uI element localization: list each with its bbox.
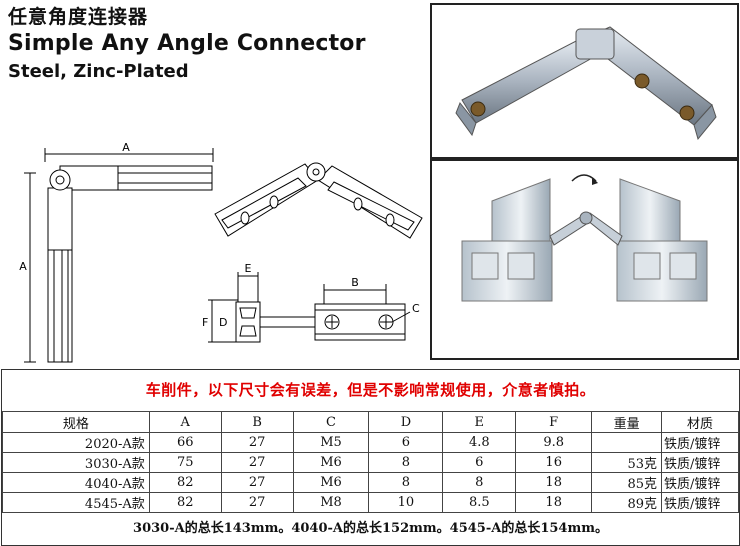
header-b: B [220,411,294,433]
header-c: C [292,411,370,433]
header-d: D [368,411,444,433]
application-photo [430,159,739,360]
dim-c-label: C [412,302,420,315]
cell-weight [591,432,663,453]
cell-e: 8.5 [442,492,517,513]
spec-table: 规格 A B C D E F 重量 材质 2020-A款 66 27 M5 6 … [2,411,739,513]
header-spec: 规格 [2,411,150,433]
dim-e-label: E [245,262,252,275]
cell-c: M6 [292,472,370,493]
table-row: 3030-A款 75 27 M6 8 6 16 53克 铁质/镀锌 [2,452,739,473]
cell-b: 27 [220,492,294,513]
cell-material: 铁质/镀锌 [661,452,739,473]
side-view-drawing: E B F D C [202,262,420,343]
cell-spec: 2020-A款 [2,432,150,453]
dim-d-label: D [219,316,227,329]
cell-c: M8 [292,492,370,513]
cell-c: M5 [292,432,370,453]
header-material: 材质 [661,411,739,433]
cell-d: 8 [368,452,444,473]
cell-c: M6 [292,452,370,473]
cell-material: 铁质/镀锌 [661,472,739,493]
l-connector-drawing: A A [19,141,214,363]
table-header-row: 规格 A B C D E F 重量 材质 [2,411,739,433]
cell-material: 铁质/镀锌 [661,432,739,453]
cell-weight: 89克 [591,492,663,513]
dim-b-label: B [351,276,359,289]
cell-spec: 4040-A款 [2,472,150,493]
cell-weight: 53克 [591,452,663,473]
angled-connector-drawing [214,162,423,239]
title-chinese: 任意角度连接器 [8,6,149,28]
title-english: Simple Any Angle Connector [8,31,366,56]
cell-e: 8 [442,472,517,493]
header-a: A [148,411,222,433]
cell-e: 6 [442,452,517,473]
cell-f: 18 [515,492,593,513]
cell-weight: 85克 [591,472,663,493]
table-row: 4545-A款 82 27 M8 10 8.5 18 89克 铁质/镀锌 [2,492,739,513]
cell-f: 16 [515,452,593,473]
dim-a-side-label: A [19,260,27,273]
cell-e: 4.8 [442,432,517,453]
cell-material: 铁质/镀锌 [661,492,739,513]
cell-b: 27 [220,452,294,473]
dim-a-top-label: A [122,141,130,154]
cell-a: 75 [148,452,222,473]
product-photo [430,3,739,159]
table-row: 2020-A款 66 27 M5 6 4.8 9.8 铁质/镀锌 [2,432,739,453]
cell-f: 18 [515,472,593,493]
cell-a: 66 [148,432,222,453]
notice-text: 车削件，以下尺寸会有误差，但是不影响常规使用，介意者慎拍。 [145,381,596,399]
total-length-note: 3030-A的总长143mm。4040-A的总长152mm。4545-A的总长1… [133,521,608,536]
cell-d: 8 [368,472,444,493]
cell-a: 82 [148,492,222,513]
dim-f-label: F [202,316,208,329]
material-subtitle: Steel, Zinc-Plated [8,61,189,82]
cell-f: 9.8 [515,432,593,453]
header-f: F [515,411,593,433]
cell-b: 27 [220,432,294,453]
cell-d: 6 [368,432,444,453]
header-e: E [442,411,517,433]
cell-d: 10 [368,492,444,513]
table-row: 4040-A款 82 27 M6 8 8 18 85克 铁质/镀锌 [2,472,739,493]
cell-spec: 3030-A款 [2,452,150,473]
cell-spec: 4545-A款 [2,492,150,513]
specification-section: 车削件，以下尺寸会有误差，但是不影响常规使用，介意者慎拍。 规格 A B C D… [1,369,740,546]
cell-b: 27 [220,472,294,493]
cell-a: 82 [148,472,222,493]
header-weight: 重量 [591,411,663,433]
